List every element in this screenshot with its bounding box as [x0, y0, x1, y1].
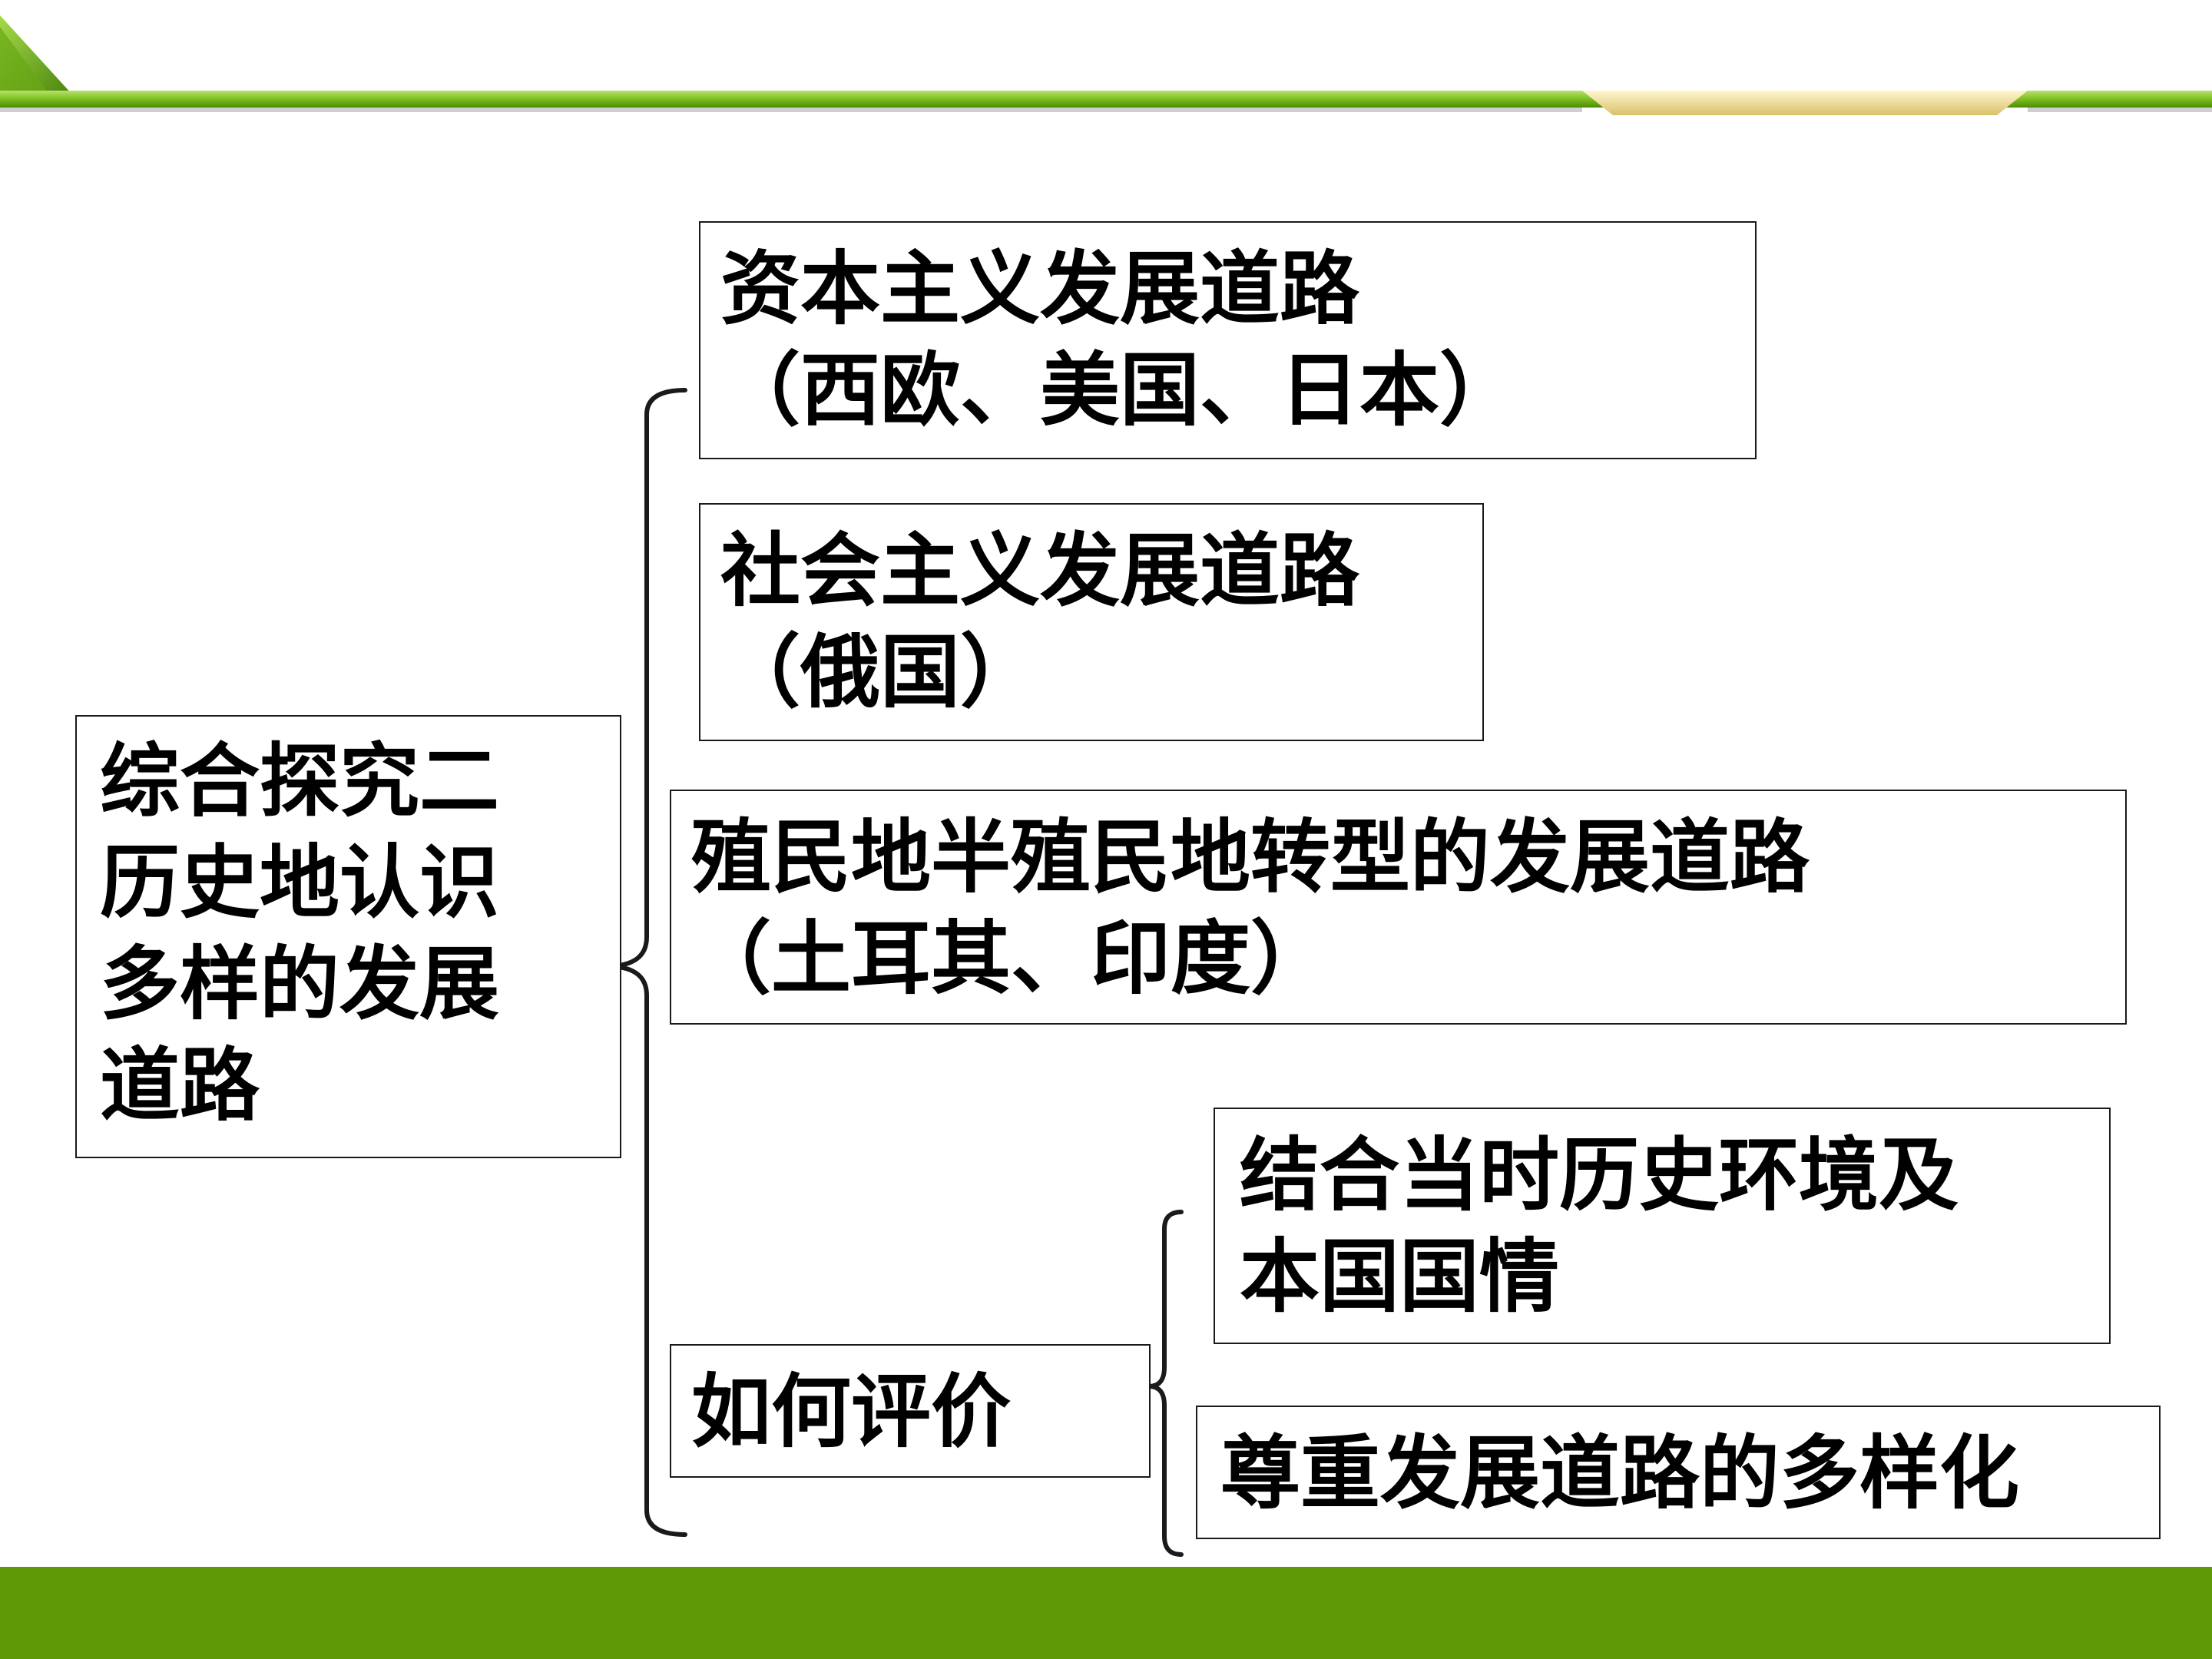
evaluate-label: 如何评价: [691, 1365, 1012, 1459]
footer-green-bar: [0, 1567, 2212, 1659]
sub-bracket: [1147, 1210, 1184, 1557]
branch-capitalism-box: 资本主义发展道路 （西欧、美国、日本）: [699, 221, 1757, 459]
root-topic-line-4: 道路: [100, 1038, 260, 1132]
evaluate-point-diversity-box: 尊重发展道路的多样化: [1196, 1406, 2161, 1539]
branch-socialism-title: 社会主义发展道路: [720, 524, 1360, 618]
header-gold-tab: [1582, 91, 2028, 115]
evaluate-point-diversity-line: 尊重发展道路的多样化: [1220, 1426, 2020, 1520]
evaluate-point-context-line-2: 本国国情: [1240, 1230, 1560, 1323]
branch-capitalism-title: 资本主义发展道路: [720, 242, 1360, 336]
branch-colonial-transition-title: 殖民地半殖民地转型的发展道路: [691, 810, 1810, 904]
branch-capitalism-examples: （西欧、美国、日本）: [720, 343, 1520, 437]
root-topic-line-1: 综合探究二: [100, 734, 500, 828]
evaluate-box: 如何评价: [670, 1344, 1151, 1478]
branch-socialism-examples: （俄国）: [720, 625, 1041, 719]
branch-socialism-box: 社会主义发展道路 （俄国）: [699, 503, 1484, 741]
evaluate-point-context-line-1: 结合当时历史环境及: [1240, 1128, 1959, 1222]
branch-colonial-transition-examples: （土耳其、印度）: [691, 912, 1331, 1005]
root-topic-box: 综合探究二 历史地认识 多样的发展 道路: [75, 715, 621, 1158]
root-topic-line-3: 多样的发展: [100, 937, 500, 1031]
branch-colonial-transition-box: 殖民地半殖民地转型的发展道路 （土耳其、印度）: [670, 790, 2127, 1025]
header-decoration: [0, 15, 2212, 115]
root-topic-line-2: 历史地认识: [100, 836, 500, 929]
evaluate-point-context-box: 结合当时历史环境及 本国国情: [1214, 1108, 2111, 1344]
